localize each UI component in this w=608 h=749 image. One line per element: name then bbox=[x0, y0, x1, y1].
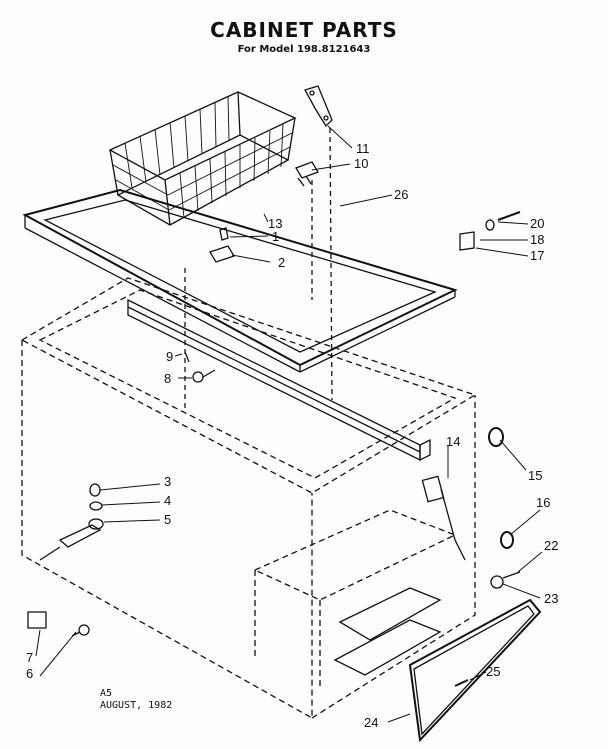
callout-11: 11 bbox=[356, 141, 370, 156]
screw-8 bbox=[192, 371, 204, 383]
page-title: CABINET PARTS bbox=[210, 18, 398, 42]
hinge-bracket bbox=[304, 85, 333, 128]
grommet-16 bbox=[500, 531, 514, 549]
nut-23 bbox=[490, 575, 504, 589]
footer-code: A5 bbox=[100, 688, 113, 699]
bracket-17 bbox=[459, 231, 475, 251]
machine-compartment bbox=[253, 509, 457, 690]
callout-22: 22 bbox=[544, 538, 558, 553]
callout-9: 9 bbox=[166, 349, 173, 364]
callout-6: 6 bbox=[26, 666, 33, 681]
drain-tube bbox=[58, 524, 102, 548]
wire-basket bbox=[108, 91, 297, 226]
callout-3: 3 bbox=[164, 474, 171, 489]
part-3 bbox=[89, 483, 101, 497]
cabinet-body bbox=[20, 277, 477, 720]
callout-5: 5 bbox=[164, 512, 171, 527]
knob-15 bbox=[488, 427, 504, 447]
callout-18: 18 bbox=[530, 232, 544, 247]
callout-14: 14 bbox=[446, 434, 460, 449]
grille-opening bbox=[333, 587, 442, 676]
callout-7: 7 bbox=[26, 650, 33, 665]
callout-25: 25 bbox=[486, 664, 500, 679]
hinge-clip bbox=[295, 161, 319, 179]
access-panel bbox=[408, 598, 542, 743]
callout-15: 15 bbox=[528, 468, 542, 483]
callout-8: 8 bbox=[164, 371, 171, 386]
callout-24: 24 bbox=[364, 715, 378, 730]
lid-frame bbox=[22, 188, 458, 373]
breaker-strip bbox=[127, 298, 431, 462]
callout-20: 20 bbox=[530, 216, 544, 231]
lid-screw bbox=[219, 227, 229, 241]
callout-26: 26 bbox=[394, 187, 408, 202]
callout-10: 10 bbox=[354, 156, 368, 171]
screw-6 bbox=[78, 624, 90, 636]
lid-lock-plate bbox=[209, 245, 235, 263]
control-assembly bbox=[421, 475, 466, 561]
model-subtitle: For Model 198.8121643 bbox=[237, 44, 371, 55]
callout-13: 13 bbox=[268, 216, 282, 231]
callout-2: 2 bbox=[278, 255, 285, 270]
part-7 bbox=[27, 611, 47, 629]
footer-date: AUGUST, 1982 bbox=[100, 700, 173, 711]
callout-16: 16 bbox=[536, 495, 550, 510]
callout-4: 4 bbox=[164, 493, 171, 508]
callout-17: 17 bbox=[530, 248, 544, 263]
part-4 bbox=[89, 501, 103, 511]
callout-23: 23 bbox=[544, 591, 558, 606]
callout-1: 1 bbox=[272, 229, 279, 244]
